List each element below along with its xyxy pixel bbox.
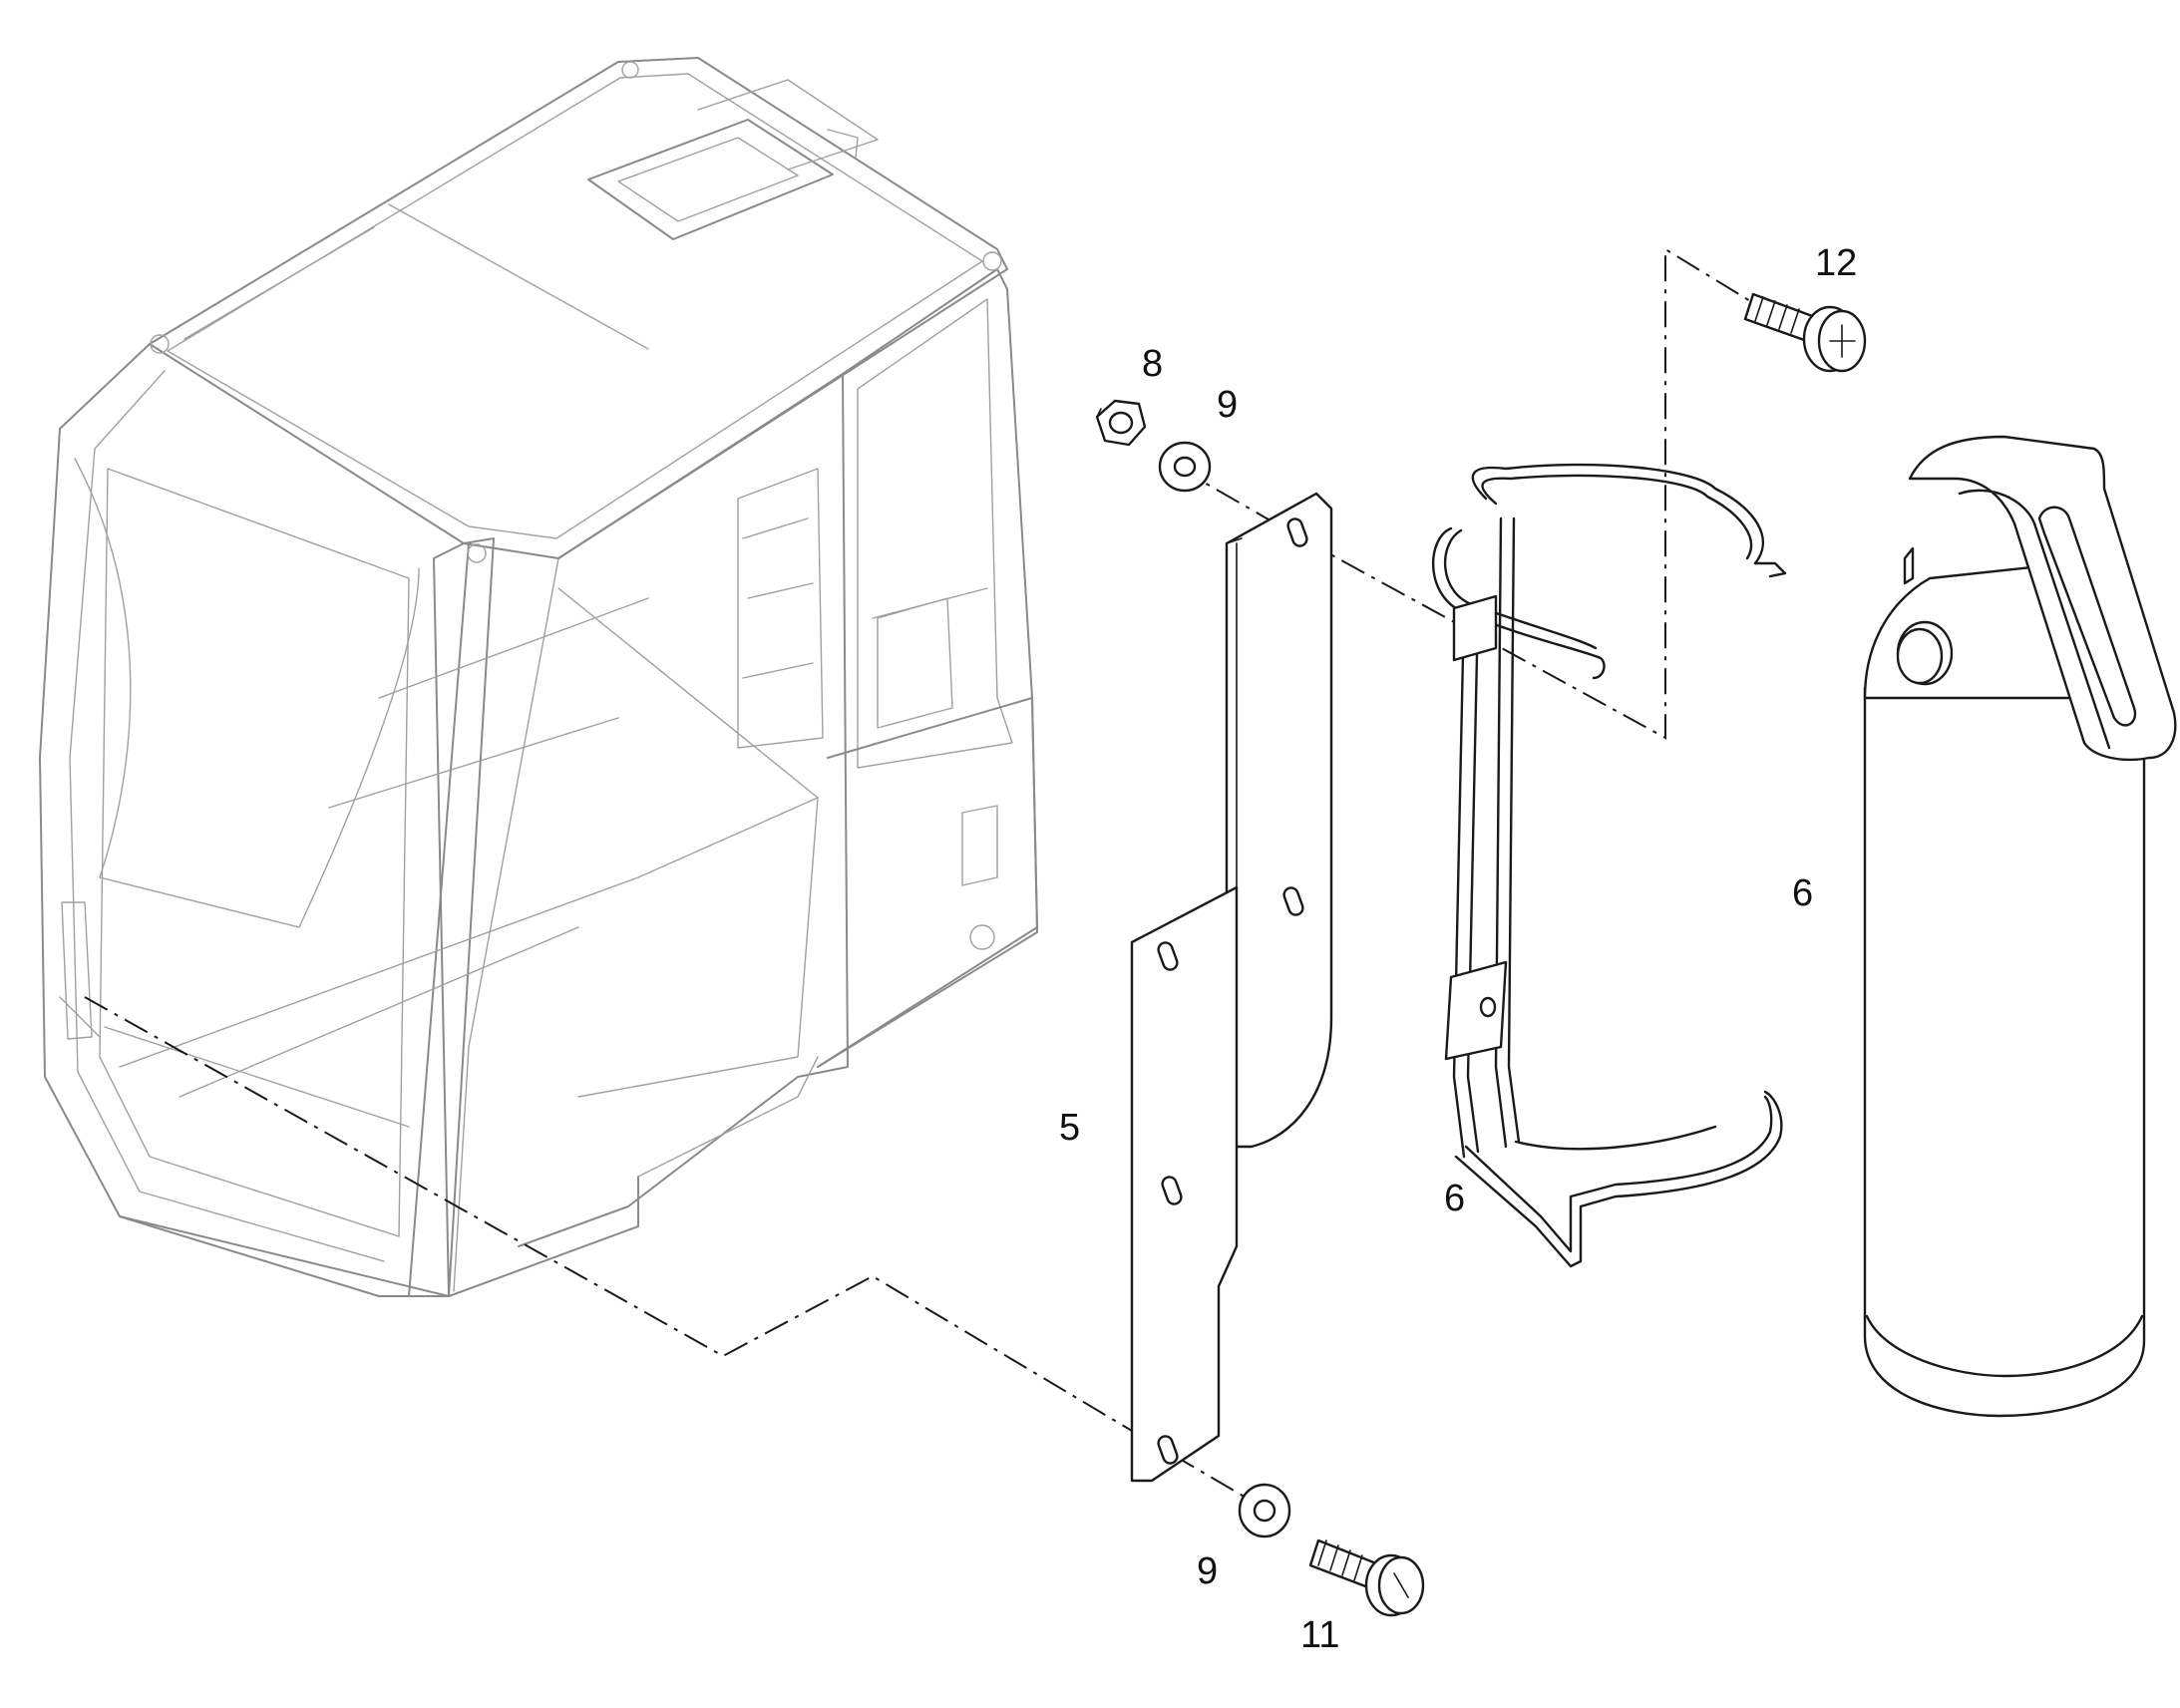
wire-bracket-part-6 (1432, 463, 1787, 1268)
callout-12: 12 (1815, 242, 1857, 284)
fire-extinguisher-part-6 (1863, 435, 2177, 1418)
bolt-part-11 (1308, 1538, 1425, 1617)
callout-labels: 8 9 12 6 5 6 9 11 (1059, 242, 1857, 1656)
callout-9-top: 9 (1217, 384, 1238, 426)
mounting-plate-part-5 (1130, 492, 1333, 1483)
washer-part-9-top (1158, 441, 1212, 493)
callout-6-extinguisher: 6 (1792, 872, 1813, 914)
callout-11: 11 (1300, 1614, 1339, 1656)
callout-8: 8 (1142, 343, 1163, 385)
callout-5: 5 (1059, 1107, 1080, 1149)
washer-part-9-bottom (1238, 1483, 1291, 1538)
operator-cab (39, 57, 1038, 1297)
callout-9-bottom: 9 (1197, 1550, 1218, 1592)
assembly-centerlines (84, 247, 1756, 1517)
callout-6-bracket: 6 (1444, 1178, 1465, 1219)
nut-part-8 (1095, 399, 1147, 447)
screw-part-12 (1743, 292, 1867, 373)
